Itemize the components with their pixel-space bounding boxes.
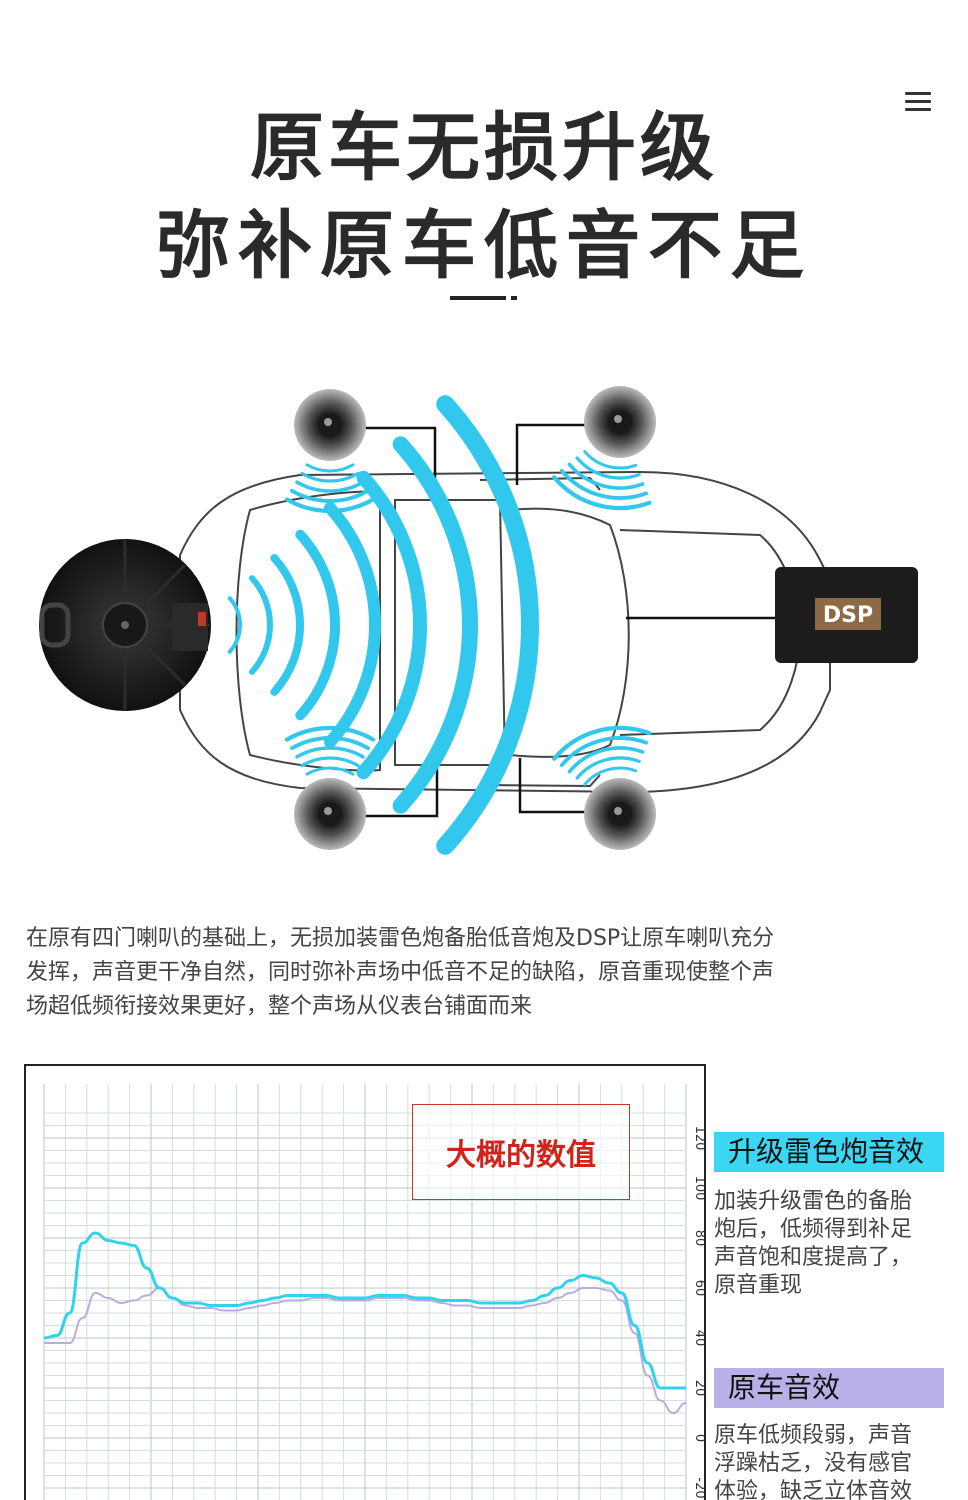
description-text: 在原有四门喇叭的基础上，无损加装雷色炮备胎低音炮及DSP让原车喇叭充分 发挥，声… (26, 922, 926, 1024)
dsp-module: DSP (775, 567, 918, 663)
y-tick-label: 100 (692, 1176, 706, 1201)
sound-waves (227, 395, 652, 855)
sound-wave-arc (300, 471, 360, 483)
spare-tire-subwoofer (39, 539, 211, 711)
sound-wave-arc (567, 462, 645, 490)
chart-svg: 120 100 80 60 40 20 0 -20 (43, 1084, 706, 1500)
y-tick-label: 60 (692, 1280, 706, 1297)
sound-wave-arc (295, 746, 365, 759)
legend-original-label: 原车音效 (714, 1368, 944, 1408)
sound-wave-arc (295, 480, 365, 493)
original-description: 原车低频段弱，声音 浮躁枯乏，没有感官 体验，缺乏立体音效 (714, 1422, 954, 1500)
sound-wave-arc (295, 529, 340, 721)
legend-upgrade-label: 升级雷色炮音效 (714, 1132, 944, 1172)
speaker-front-right (584, 386, 656, 458)
y-tick-label: 20 (692, 1380, 706, 1397)
sound-wave-arc (583, 450, 638, 470)
speaker-front-left (294, 389, 366, 461)
original-text-line: 体验，缺乏立体音效 (714, 1479, 913, 1500)
sound-wave-arc (559, 736, 648, 768)
series-line (44, 1286, 687, 1415)
sound-wave-arc (559, 468, 648, 500)
sound-wave-arc (324, 501, 381, 749)
upgrade-text-line: 加装升级雷色的备胎 (714, 1189, 913, 1214)
car-audio-diagram: DSP (0, 360, 968, 880)
sound-wave-arc (305, 463, 355, 473)
upgrade-text-line: 炮后，低频得到补足 (714, 1217, 913, 1242)
hamburger-menu-icon-bar (905, 108, 931, 111)
sound-wave-arc (290, 488, 370, 503)
sound-wave-arc (552, 725, 652, 761)
sound-wave-arc (436, 395, 539, 855)
description-line: 发挥，声音更干净自然，同时弥补声场中低音不足的缺陷，原音重现使整个声 (26, 960, 775, 985)
headline-divider-dot (511, 296, 517, 300)
y-tick-label: 80 (692, 1230, 706, 1247)
sound-wave-arc (567, 746, 645, 774)
headline-line1: 原车无损升级 (250, 105, 718, 191)
y-tick-label: -20 (692, 1477, 706, 1498)
sound-wave-arc (284, 725, 376, 742)
y-tick-label: 0 (692, 1434, 706, 1442)
original-text-line: 原车低频段弱，声音 (714, 1423, 913, 1448)
sound-wave-arc (552, 475, 652, 511)
y-tick-label: 40 (692, 1330, 706, 1347)
description-line: 场超低频衔接效果更好，整个声场从仪表台铺面而来 (26, 994, 533, 1019)
y-tick-label: 120 (692, 1126, 706, 1151)
car-diagram-svg: DSP (39, 386, 918, 855)
chart-annotation: 大概的数值 (412, 1104, 630, 1200)
sound-wave-arc (305, 766, 355, 776)
menu-button[interactable] (902, 88, 934, 116)
hamburger-menu-icon-bar (905, 100, 931, 103)
sound-wave-arc (284, 497, 376, 514)
sound-wave-arc (249, 575, 273, 675)
hamburger-menu-icon (905, 92, 931, 95)
upgrade-text-line: 原音重现 (714, 1273, 803, 1298)
description-line: 在原有四门喇叭的基础上，无损加装雷色炮备胎低音炮及DSP让原车喇叭充分 (26, 926, 775, 951)
sound-wave-arc (227, 596, 242, 654)
speaker-connector-lines (365, 423, 775, 818)
sound-wave-arc (575, 756, 641, 780)
series-line (43, 1231, 686, 1390)
sound-wave-arc (392, 436, 478, 814)
upgrade-text-line: 声音饱和度提高了， (714, 1245, 913, 1270)
sound-wave-arc (575, 456, 641, 480)
speaker-rear-right (584, 778, 656, 850)
upgrade-description: 加装升级雷色的备胎 炮后，低频得到补足 声音饱和度提高了， 原音重现 (714, 1188, 954, 1300)
headline-line2: 弥补原车低音不足 (156, 203, 812, 289)
headline-divider (450, 296, 506, 300)
speaker-rear-left (294, 778, 366, 850)
dsp-label: DSP (823, 603, 873, 628)
sound-wave-arc (300, 756, 360, 768)
sound-wave-arc (356, 470, 427, 780)
sound-wave-arc (583, 766, 638, 786)
sound-wave-arc (270, 554, 304, 696)
original-text-line: 浮躁枯乏，没有感官 (714, 1451, 913, 1476)
frequency-response-chart: 120 100 80 60 40 20 0 -20 大概的数值 (24, 1064, 706, 1500)
sound-wave-arc (290, 736, 370, 751)
